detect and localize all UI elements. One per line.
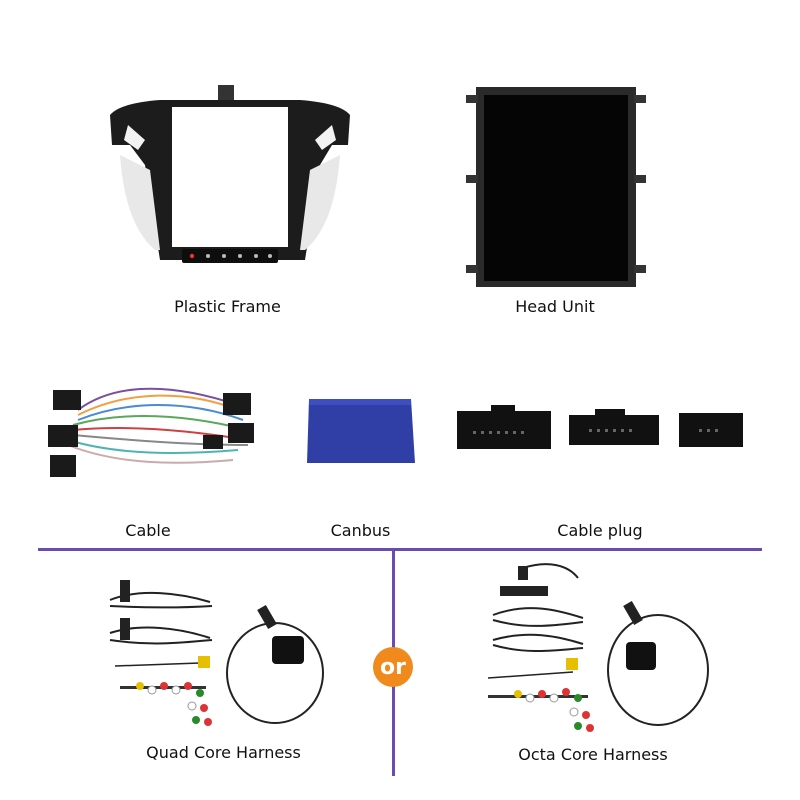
octa-core-harness-image xyxy=(478,560,718,740)
head-unit-image xyxy=(462,85,652,290)
horizontal-divider xyxy=(38,548,762,551)
cable-plug-label: Cable plug xyxy=(557,521,643,540)
canbus-label: Canbus xyxy=(330,521,391,540)
quad-core-harness-image xyxy=(100,578,330,738)
plastic-frame-label: Plastic Frame xyxy=(174,297,281,316)
cable-label: Cable xyxy=(125,521,171,540)
cable-plug-image xyxy=(455,405,755,455)
or-badge: or xyxy=(373,647,413,687)
canbus-image xyxy=(303,393,418,468)
octa-core-harness-label: Octa Core Harness xyxy=(518,745,668,764)
plastic-frame-image xyxy=(100,85,360,275)
quad-core-harness-label: Quad Core Harness xyxy=(146,743,301,762)
cable-image xyxy=(38,375,268,485)
head-unit-label: Head Unit xyxy=(515,297,595,316)
